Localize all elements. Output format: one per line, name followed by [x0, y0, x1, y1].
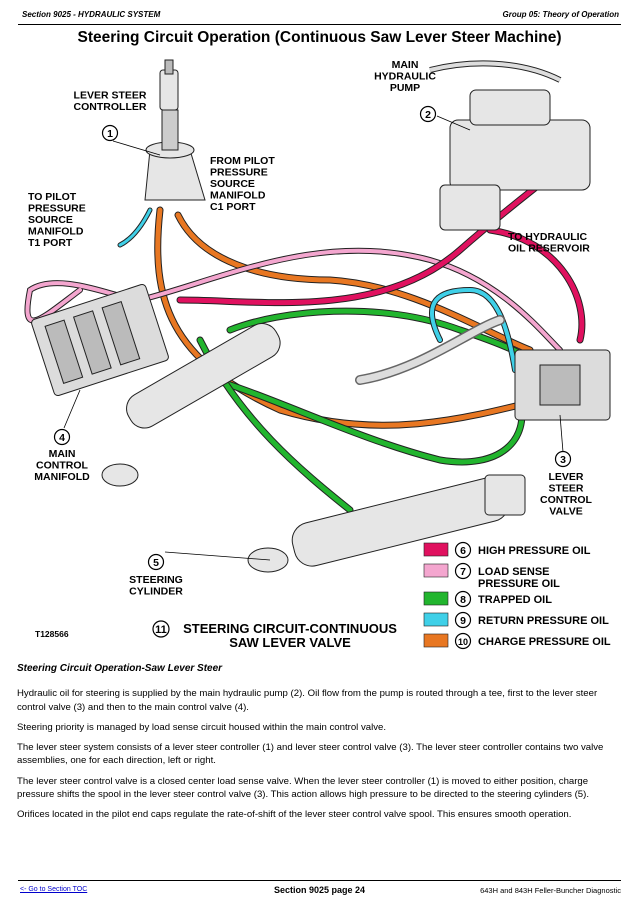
paragraph: The lever steer system consists of a lev…	[17, 742, 604, 767]
callout-text: OIL RESERVOIR	[508, 243, 590, 255]
caption-number-circle	[152, 620, 170, 638]
legend-number: 7	[460, 566, 466, 578]
figure-id: T128566	[35, 629, 69, 639]
legend-item: 6 HIGH PRESSURE OIL	[423, 541, 591, 559]
legend-item: 9 RETURN PRESSURE OIL	[423, 611, 609, 629]
caption-number: 11	[155, 624, 167, 636]
callout-text: MANIFOLD	[28, 226, 84, 238]
callout-text: FROM PILOT	[210, 155, 275, 167]
page-number: Section 9025 page 24	[273, 885, 366, 895]
legend-number: 6	[460, 545, 466, 557]
legend-label: TRAPPED OIL	[478, 594, 552, 606]
component-label: LEVER STEER	[74, 90, 147, 102]
legend-swatch	[423, 563, 449, 578]
main-hydraulic-pump	[429, 60, 591, 231]
component-label: PUMP	[390, 82, 420, 94]
caption-line-2: SAW LEVER VALVE	[229, 635, 351, 650]
callout-number: 2	[425, 109, 431, 121]
component-label: LEVER	[548, 471, 583, 483]
legend-number-circle	[454, 562, 472, 580]
callout-number: 1	[107, 128, 113, 140]
legend-item: 8 TRAPPED OIL	[423, 590, 552, 608]
component-label: VALVE	[549, 506, 582, 518]
steering-circuit-diagram: LEVER STEERCONTROLLER1MAINHYDRAULICPUMP2…	[24, 59, 611, 650]
callout-number-circle	[147, 553, 165, 571]
component-label: MAIN	[49, 448, 76, 460]
callout-number: 3	[560, 454, 566, 466]
callout-text: C1 PORT	[210, 201, 256, 213]
legend-item: 10 CHARGE PRESSURE OIL	[423, 632, 611, 650]
callout-number-circle	[419, 105, 437, 123]
legend-label: CHARGE PRESSURE OIL	[478, 636, 611, 648]
doc-title: 643H and 843H Feller-Buncher Diagnostic	[480, 886, 621, 895]
main-control-manifold	[31, 283, 169, 397]
callout-number: 5	[153, 557, 159, 569]
paragraph: Hydraulic oil for steering is supplied b…	[17, 688, 598, 713]
component-label: CONTROL	[540, 494, 592, 506]
legend-swatch	[423, 542, 449, 557]
component-label: HYDRAULIC	[374, 71, 436, 83]
callout-text: T1 PORT	[28, 237, 73, 249]
component-label: CONTROLLER	[74, 101, 147, 113]
page-footer: <- Go to Section TOC Section 9025 page 2…	[18, 880, 621, 901]
legend-swatch	[423, 591, 449, 606]
paragraph: Steering priority is managed by load sen…	[17, 721, 387, 733]
paragraph: The lever steer control valve is a close…	[17, 775, 589, 801]
legend-number-circle	[454, 611, 472, 629]
callout-text: MANIFOLD	[210, 190, 266, 202]
component-label: STEERING	[129, 574, 183, 586]
steering-cylinder-upper	[101, 323, 281, 487]
legend-number: 8	[460, 594, 466, 606]
legend-number-circle	[454, 541, 472, 559]
legend-label: HIGH PRESSURE OIL	[478, 545, 591, 557]
component-label: CYLINDER	[129, 586, 183, 598]
component-label: MAIN	[392, 59, 419, 71]
callout-number-circle	[101, 124, 119, 142]
component-label: STEER	[548, 483, 583, 495]
legend-label: PRESSURE OIL	[478, 578, 560, 590]
legend-swatch	[423, 612, 449, 627]
component-callouts: LEVER STEERCONTROLLER1MAINHYDRAULICPUMP2…	[34, 59, 592, 598]
steering-cylinder-lower	[247, 474, 526, 573]
article-heading: Steering Circuit Operation-Saw Lever Ste…	[17, 663, 223, 674]
article-body: Steering Circuit Operation-Saw Lever Ste…	[17, 662, 623, 829]
legend-number-circle	[454, 590, 472, 608]
lever-steer-control-valve	[514, 349, 611, 421]
lever-steer-controller	[144, 59, 206, 201]
section-label: Section 9025 - HYDRAULIC SYSTEM	[22, 10, 161, 19]
page-header: Section 9025 - HYDRAULIC SYSTEM Group 05…	[18, 6, 621, 25]
caption-line-1: STEERING CIRCUIT-CONTINUOUS	[183, 621, 397, 636]
toc-link[interactable]: <- Go to Section TOC	[20, 886, 88, 893]
callout-text: PRESSURE	[210, 167, 268, 179]
callout-number-circle	[53, 428, 71, 446]
legend-number-circle	[454, 632, 472, 650]
legend-label: RETURN PRESSURE OIL	[478, 615, 609, 627]
callout-text: TO HYDRAULIC	[508, 231, 588, 243]
legend-number: 10	[458, 637, 468, 647]
page-title: Steering Circuit Operation (Continuous S…	[77, 29, 562, 46]
legend-label: LOAD SENSE	[478, 566, 550, 578]
group-label: Group 05: Theory of Operation	[502, 10, 619, 19]
component-label: CONTROL	[36, 460, 88, 472]
paragraph: Orifices located in the pilot end caps r…	[17, 809, 572, 821]
callout-text: SOURCE	[210, 178, 255, 190]
callout-text: PRESSURE	[28, 203, 86, 215]
legend-swatch	[423, 633, 449, 648]
callout-number: 4	[59, 432, 65, 444]
callout-text: TO PILOT	[28, 191, 77, 203]
legend-number: 9	[460, 615, 466, 627]
callout-text: SOURCE	[28, 214, 73, 226]
component-label: MANIFOLD	[34, 471, 90, 483]
